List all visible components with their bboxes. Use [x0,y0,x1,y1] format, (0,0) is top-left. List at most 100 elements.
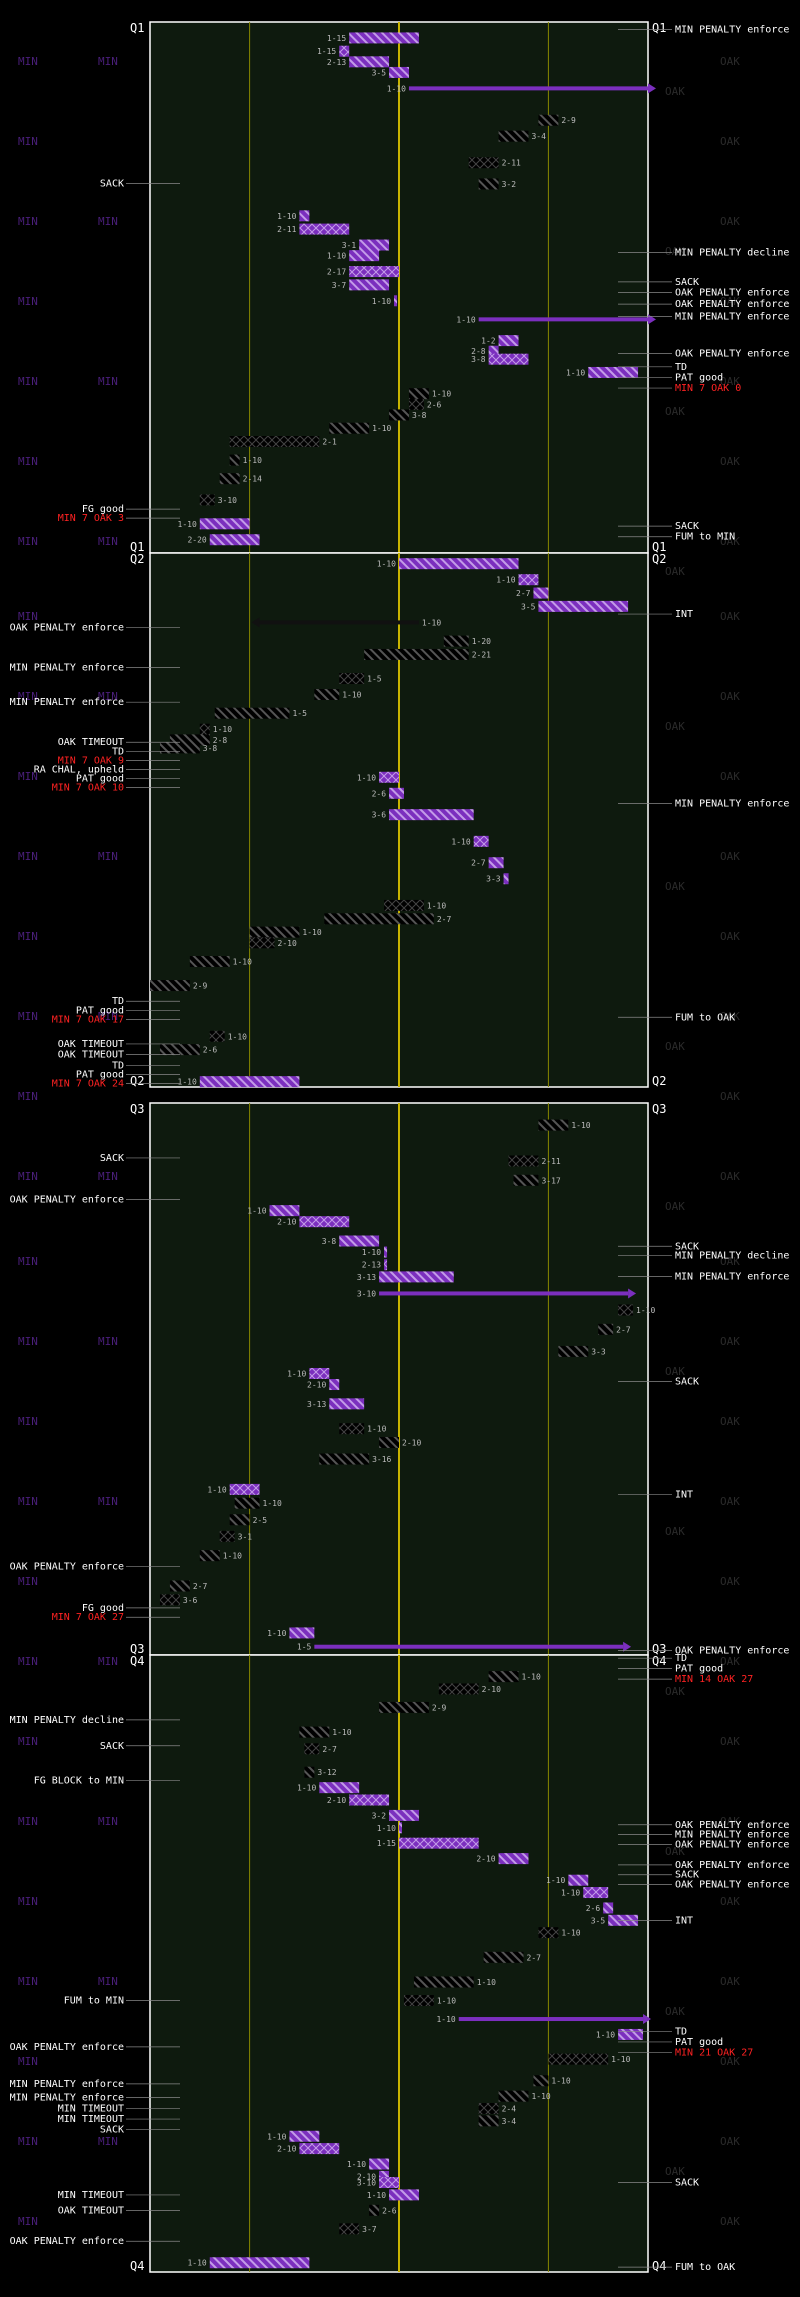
team-watermark: OAK [720,55,740,68]
down-distance-label: 1-10 [178,1078,197,1087]
event-annotation: MIN 7 OAK 3 [58,513,124,524]
down-distance-label: 2-21 [472,650,491,659]
play-bar [199,1076,300,1088]
down-distance-label: 1-10 [377,560,396,569]
down-distance-label: 1-10 [287,1369,306,1378]
down-distance-label: 2-10 [476,1855,495,1864]
play-bar [379,771,399,783]
play-bar [518,574,539,586]
down-distance-label: 3-4 [531,132,546,141]
team-watermark: MIN [98,1655,118,1668]
play-bar [618,1304,634,1316]
down-distance-label: 1-10 [432,390,451,399]
play-bar [548,2053,609,2065]
event-annotation: SACK [675,521,699,532]
play-bar [538,114,559,126]
play-bar [339,1235,380,1247]
play-bar [259,620,419,625]
down-distance-label: 1-15 [327,34,346,43]
team-watermark: OAK [720,215,740,228]
team-watermark: MIN [18,690,38,703]
down-distance-label: 1-10 [297,1784,316,1793]
event-annotation: OAK PENALTY enforce [675,349,789,360]
down-distance-label: 3-16 [372,1455,391,1464]
down-distance-label: 1-10 [247,1207,266,1216]
down-distance-label: 1-2 [481,337,496,346]
team-watermark: OAK [665,405,685,418]
play-arrow [251,617,260,628]
team-watermark: OAK [665,880,685,893]
down-distance-label: 3-1 [342,241,357,250]
event-annotation: MIN 7 OAK 9 [58,755,124,766]
down-distance-label: 1-10 [223,1552,242,1561]
play-bar [314,1644,624,1649]
play-bar [319,1782,360,1794]
down-distance-label: 1-10 [561,1889,580,1898]
down-distance-label: 2-10 [402,1438,421,1447]
down-distance-label: 2-13 [362,1261,381,1270]
down-distance-label: 2-6 [382,2206,397,2215]
play-bar [408,388,429,400]
down-distance-label: 2-11 [502,159,521,168]
play-bar [603,1902,614,1914]
play-bar [533,587,549,599]
team-watermark: OAK [720,1170,740,1183]
team-watermark: MIN [98,850,118,863]
down-distance-label: 1-15 [377,1839,396,1848]
play-bar [389,66,409,78]
event-annotation: FUM to MIN [64,1996,124,2007]
play-bar [483,1951,524,1963]
quarter-label: Q3 [130,1642,144,1656]
team-watermark: OAK [720,1735,740,1748]
down-distance-label: 3-13 [357,1273,376,1282]
down-distance-label: 2-6 [427,400,442,409]
event-annotation: PAT good [76,1005,124,1016]
play-bar [538,600,629,612]
event-annotation: OAK PENALTY enforce [10,622,124,633]
play-bar [199,494,215,506]
down-distance-label: 2-20 [187,536,206,545]
play-bar [219,1530,235,1542]
down-distance-label: 1-10 [332,1728,351,1737]
play-bar [359,239,390,251]
event-annotation: SACK [675,1241,699,1252]
down-distance-label: 1-10 [367,2191,386,2200]
play-bar [339,45,350,57]
down-distance-label: 2-10 [307,1381,326,1390]
play-bar [349,56,390,68]
team-watermark: MIN [18,1415,38,1428]
down-distance-label: 3-8 [412,411,427,420]
event-annotation: SACK [100,2125,124,2136]
down-distance-label: 2-7 [516,589,531,598]
event-annotation: SACK [100,179,124,190]
play-bar [379,1291,629,1296]
play-arrow [628,1288,637,1299]
play-bar [384,899,424,911]
play-bar [299,210,310,222]
play-bar [503,873,509,885]
play-bar [394,295,398,307]
down-distance-label: 1-10 [302,928,321,937]
team-watermark: MIN [18,1575,38,1588]
team-watermark: OAK [720,135,740,148]
event-annotation: OAK TIMEOUT [58,2205,124,2216]
event-annotation: SACK [675,1870,699,1881]
team-watermark: OAK [720,1255,740,1268]
down-distance-label: 3-7 [362,2225,377,2234]
team-watermark: MIN [18,135,38,148]
down-distance-label: 3-6 [183,1596,198,1605]
team-watermark: MIN [98,1975,118,1988]
down-distance-label: 1-10 [362,1248,381,1257]
team-watermark: OAK [720,2135,740,2148]
play-bar [229,435,320,447]
down-distance-label: 3-2 [372,1811,387,1820]
team-watermark: MIN [98,535,118,548]
down-distance-label: 1-10 [187,2259,206,2268]
team-watermark: MIN [18,1170,38,1183]
play-bar [309,1367,330,1379]
team-watermark: MIN [98,55,118,68]
play-bar [389,787,404,799]
play-bar [508,1155,539,1167]
team-watermark: OAK [720,1975,740,1988]
down-distance-label: 1-10 [422,618,441,627]
